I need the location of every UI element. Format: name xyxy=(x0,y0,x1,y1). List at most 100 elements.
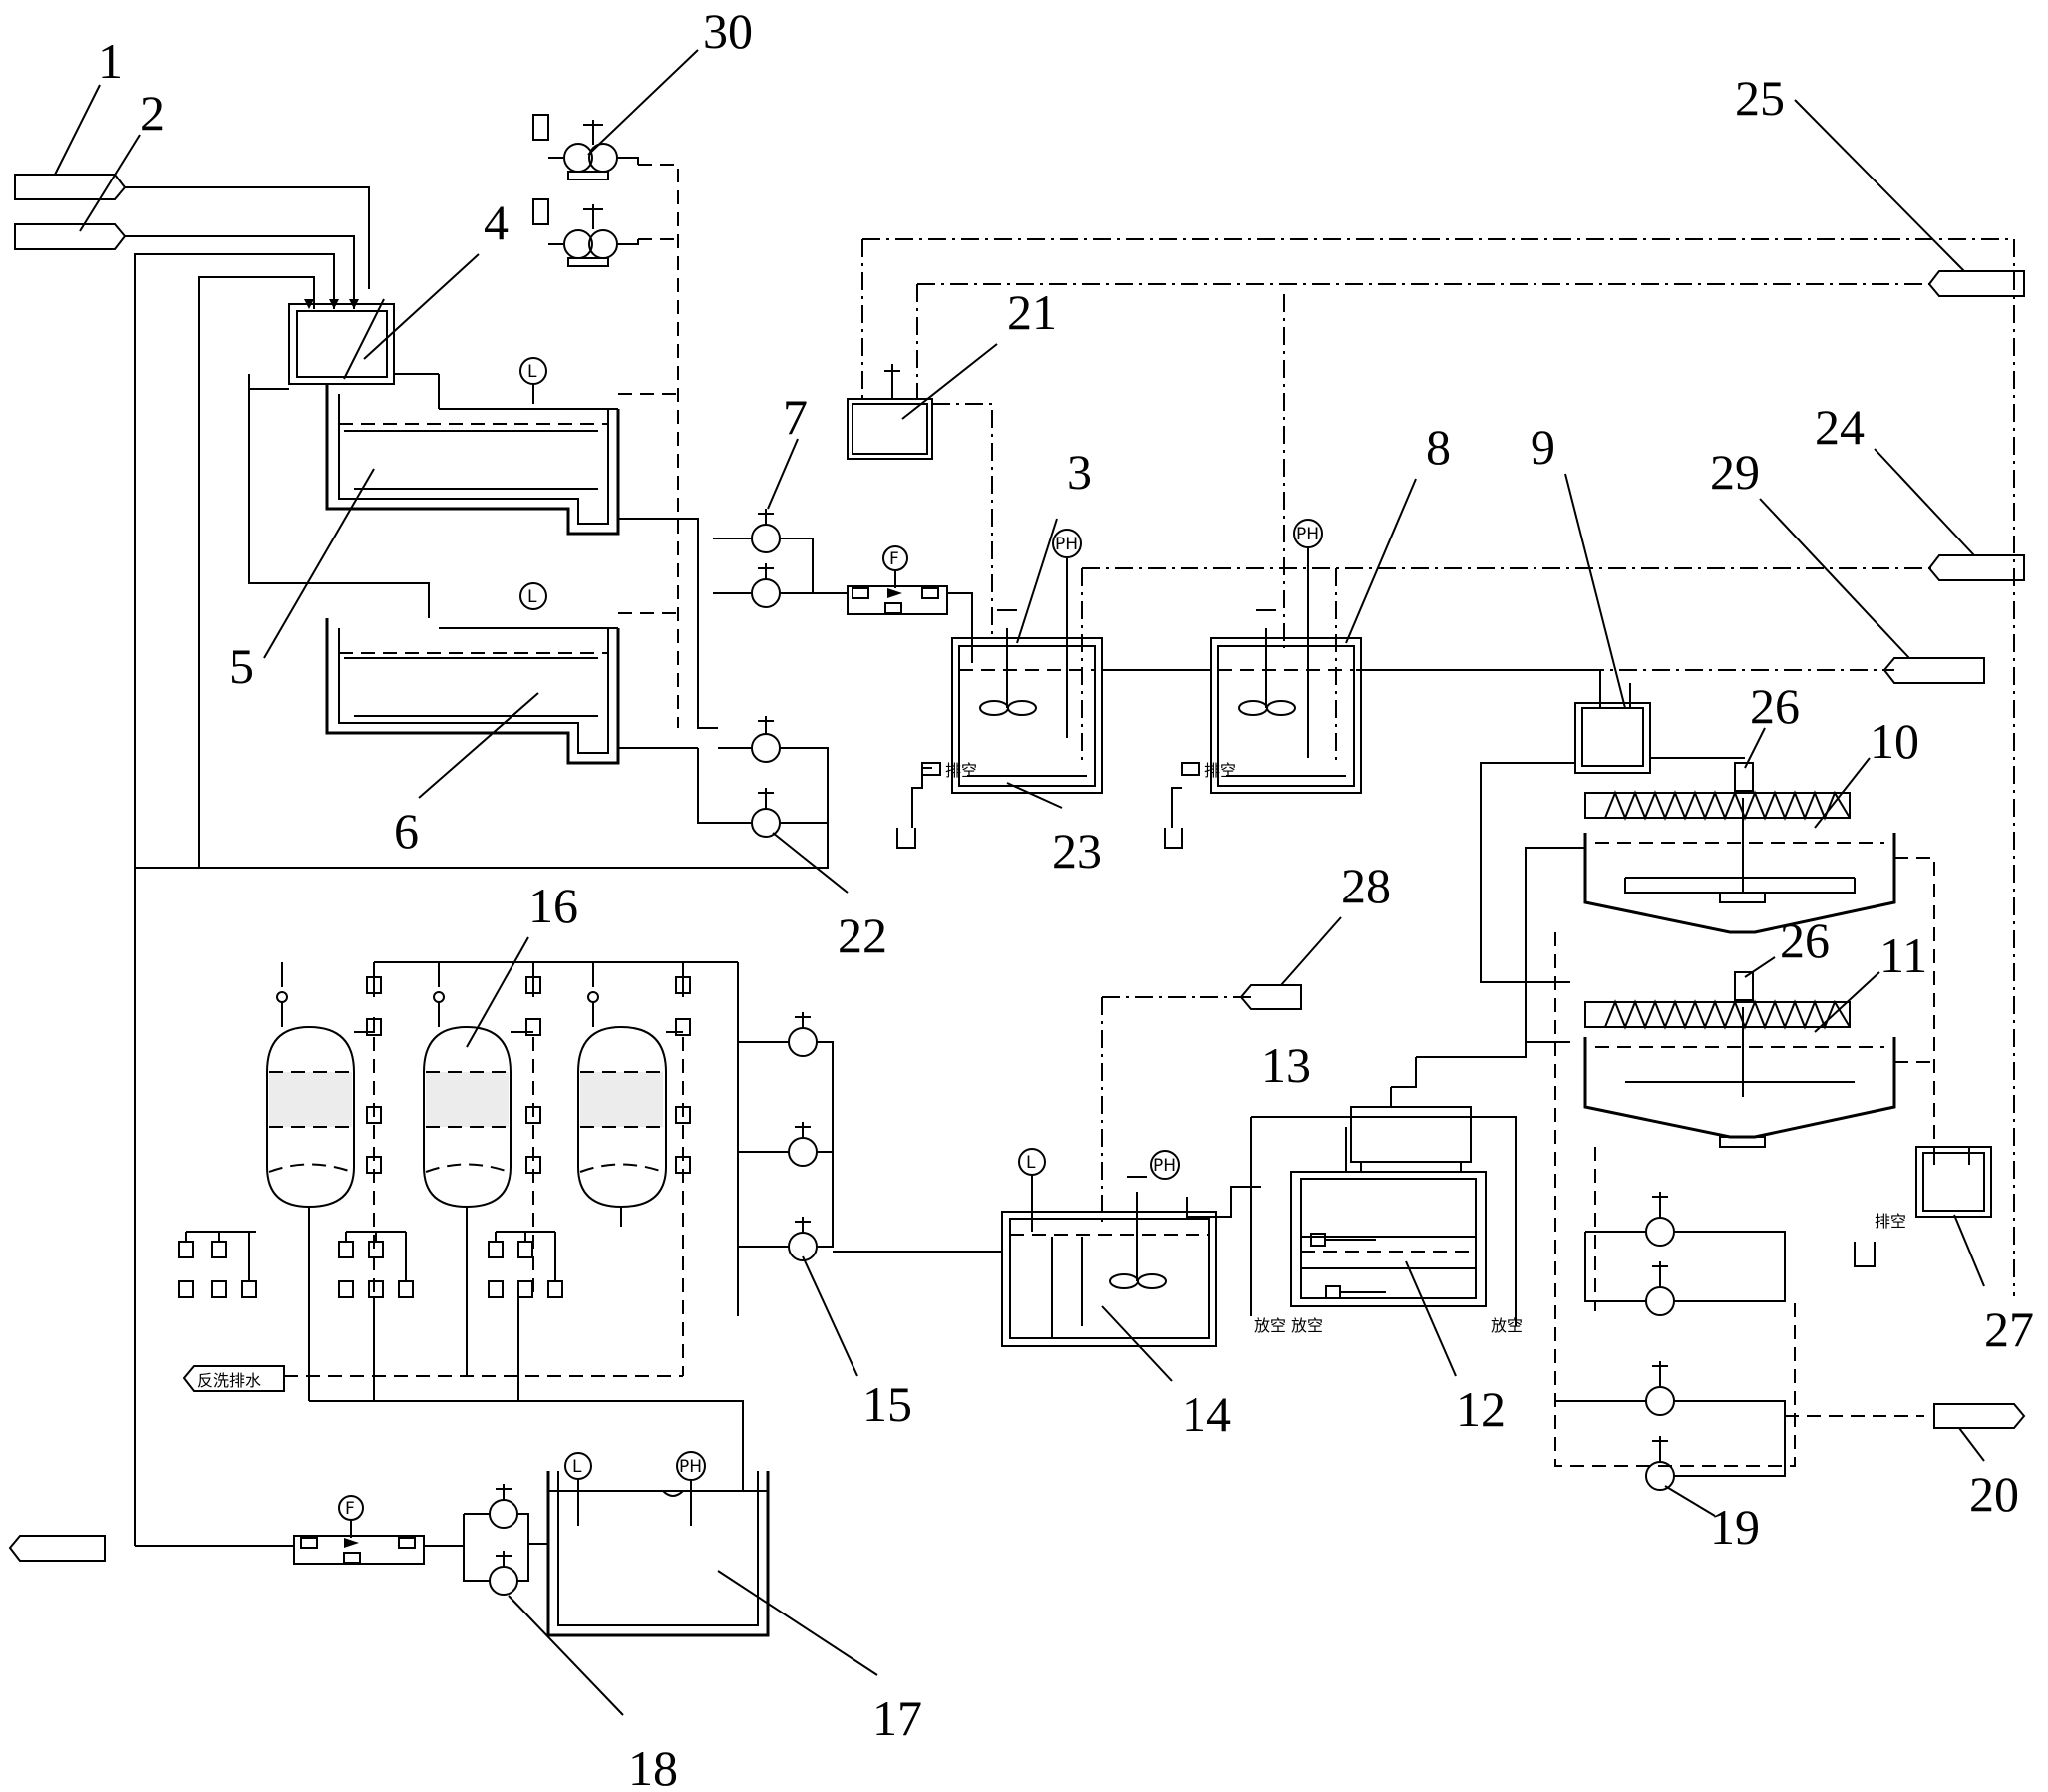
svg-text:21: 21 xyxy=(1007,284,1057,340)
svg-text:23: 23 xyxy=(1052,823,1102,879)
callout-29: 29 xyxy=(1710,444,1910,659)
svg-text:14: 14 xyxy=(1182,1386,1231,1442)
inlet-pipe-1 xyxy=(14,174,370,289)
svg-text:29: 29 xyxy=(1710,444,1760,500)
svg-text:7: 7 xyxy=(783,389,808,445)
callout-15: 15 xyxy=(802,1255,912,1432)
callout-11: 11 xyxy=(1814,927,1927,1033)
svg-text:3: 3 xyxy=(1067,444,1092,500)
svg-text:排空: 排空 xyxy=(1204,761,1236,780)
callout-27: 27 xyxy=(1953,1214,2034,1357)
tank-4 xyxy=(288,298,395,385)
level-gauge-tank-6: L xyxy=(519,582,547,610)
tank-8 xyxy=(1210,609,1362,794)
svg-text:PH: PH xyxy=(1153,1156,1176,1176)
callout-17: 17 xyxy=(717,1570,922,1746)
svg-text:5: 5 xyxy=(229,638,254,694)
inlet-29 xyxy=(1882,657,1985,684)
callout-23: 23 xyxy=(1006,782,1102,879)
callout-19: 19 xyxy=(1664,1485,1760,1555)
callout-24: 24 xyxy=(1815,399,1975,556)
callout-9: 9 xyxy=(1531,419,1626,709)
callout-16: 16 xyxy=(466,878,578,1048)
svg-text:排空: 排空 xyxy=(945,761,977,780)
svg-text:26: 26 xyxy=(1750,678,1800,734)
pressure-filter-3 xyxy=(577,1025,667,1209)
svg-text:排空: 排空 xyxy=(1875,1212,1906,1231)
callout-5: 5 xyxy=(229,468,375,694)
svg-text:L: L xyxy=(527,362,537,382)
callout-26-lower: 26 xyxy=(1744,912,1830,978)
svg-text:27: 27 xyxy=(1984,1301,2034,1357)
inlet-24 xyxy=(1927,554,2025,581)
callout-22: 22 xyxy=(772,832,887,963)
callout-7: 7 xyxy=(767,389,808,510)
svg-text:放空: 放空 xyxy=(1491,1316,1523,1335)
svg-text:15: 15 xyxy=(862,1376,912,1432)
svg-text:10: 10 xyxy=(1870,713,1919,769)
callout-1: 1 xyxy=(54,33,123,176)
ph-sensor-tank-17: PH xyxy=(676,1451,706,1526)
callout-26-upper: 26 xyxy=(1744,678,1800,769)
outlet-main xyxy=(8,1535,106,1562)
tank-27 xyxy=(1915,1146,1992,1218)
svg-text:20: 20 xyxy=(1969,1466,2019,1522)
svg-text:F: F xyxy=(345,1499,355,1519)
callout-30: 30 xyxy=(587,3,753,156)
tank-17 xyxy=(546,1471,770,1637)
callout-28: 28 xyxy=(1280,858,1391,986)
svg-text:8: 8 xyxy=(1426,419,1451,475)
pumps-7 xyxy=(713,509,848,608)
svg-text:PH: PH xyxy=(1055,535,1078,554)
svg-text:22: 22 xyxy=(838,907,887,963)
callout-25: 25 xyxy=(1735,70,1965,272)
svg-text:24: 24 xyxy=(1815,399,1865,455)
backwash-drain-outlet: 反洗排水 xyxy=(182,1365,285,1392)
ph-sensor-tank-3: PH xyxy=(1052,529,1082,738)
svg-text:反洗排水: 反洗排水 xyxy=(197,1371,261,1390)
svg-text:16: 16 xyxy=(528,878,578,933)
callout-14: 14 xyxy=(1101,1305,1231,1442)
svg-text:9: 9 xyxy=(1531,419,1555,475)
unit-12 xyxy=(1250,1116,1517,1326)
tank-6 xyxy=(248,374,620,765)
clarifier-10 xyxy=(1583,762,1896,934)
pumps-22 xyxy=(697,716,829,868)
level-gauge-tank-5: L xyxy=(519,357,547,404)
flow-meter-lower: F xyxy=(293,1495,425,1565)
callout-18: 18 xyxy=(508,1595,678,1792)
svg-text:F: F xyxy=(889,549,899,569)
inlet-28 xyxy=(1239,984,1302,1010)
callout-3: 3 xyxy=(1016,444,1092,644)
blower-30-lower xyxy=(532,198,639,267)
level-gauge-tank-17: L xyxy=(564,1452,592,1526)
level-gauge-tank-14: L xyxy=(1018,1148,1046,1232)
callout-6: 6 xyxy=(394,692,539,859)
inlet-pipe-2 xyxy=(14,223,355,309)
callout-12: 12 xyxy=(1405,1260,1506,1437)
svg-text:放空: 放空 xyxy=(1291,1316,1323,1335)
outlet-20 xyxy=(1933,1403,2026,1429)
unit-13 xyxy=(1350,1057,1472,1173)
pressure-filter-1 xyxy=(266,1025,355,1209)
svg-text:1: 1 xyxy=(98,33,123,89)
svg-text:PH: PH xyxy=(679,1457,702,1477)
svg-text:18: 18 xyxy=(628,1740,678,1792)
pressure-filter-2 xyxy=(423,1025,512,1209)
svg-text:26: 26 xyxy=(1780,912,1830,968)
dosing-tank-21 xyxy=(847,364,933,460)
clarifier-11 xyxy=(1583,971,1896,1148)
svg-text:17: 17 xyxy=(872,1690,922,1746)
tank-5 xyxy=(248,373,620,536)
svg-text:L: L xyxy=(572,1457,582,1477)
callout-13: 13 xyxy=(1261,1037,1311,1093)
callout-8: 8 xyxy=(1345,419,1451,644)
svg-text:4: 4 xyxy=(484,194,509,250)
callout-21: 21 xyxy=(901,284,1057,420)
ph-sensor-tank-8: PH xyxy=(1293,519,1323,758)
svg-text:放空: 放空 xyxy=(1254,1316,1286,1335)
callout-10: 10 xyxy=(1814,713,1919,829)
callout-20: 20 xyxy=(1958,1427,2019,1522)
svg-text:28: 28 xyxy=(1341,858,1391,913)
